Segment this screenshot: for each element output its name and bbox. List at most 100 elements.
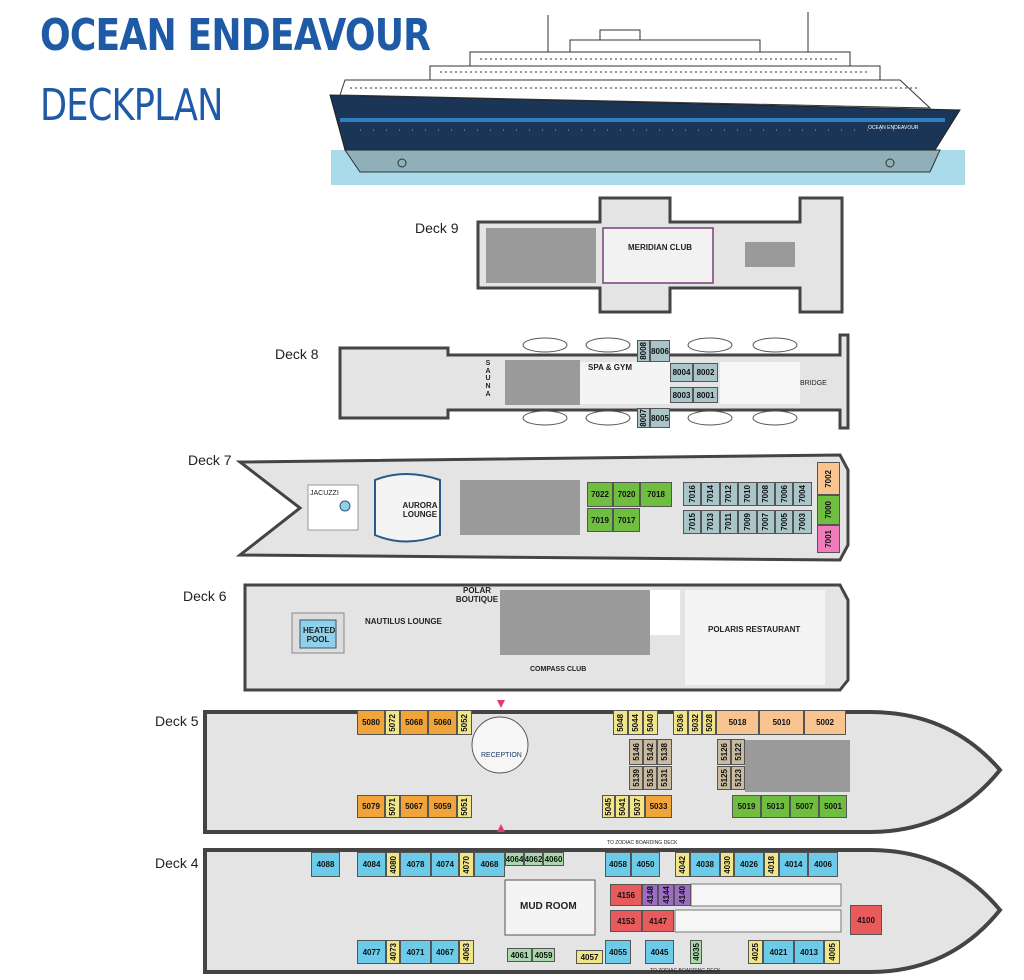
cabin-7017[interactable]: 7017 [613, 508, 640, 532]
cabin-4073[interactable]: 4073 [386, 940, 400, 964]
cabin-4038[interactable]: 4038 [690, 852, 720, 877]
cabin-8005[interactable]: 8005 [650, 408, 670, 428]
cabin-7012[interactable]: 7012 [719, 482, 739, 506]
cabin-5001[interactable]: 5001 [819, 795, 847, 818]
cabin-4060[interactable]: 4060 [543, 852, 564, 866]
cabin-4078[interactable]: 4078 [400, 852, 431, 877]
cabin-5018[interactable]: 5018 [716, 710, 759, 735]
cabin-5135[interactable]: 5135 [643, 766, 657, 790]
cabin-4062[interactable]: 4062 [524, 852, 543, 866]
cabin-7022[interactable]: 7022 [587, 482, 613, 507]
cabin-4077[interactable]: 4077 [357, 940, 386, 964]
cabin-7004[interactable]: 7004 [793, 482, 812, 506]
cabin-5002[interactable]: 5002 [804, 710, 846, 735]
cabin-4006[interactable]: 4006 [808, 852, 838, 877]
cabin-5033[interactable]: 5033 [645, 795, 672, 818]
cabin-4030[interactable]: 4030 [720, 852, 734, 877]
cabin-8008[interactable]: 8008 [637, 340, 650, 362]
cabin-8007[interactable]: 8007 [637, 408, 650, 428]
cabin-8004[interactable]: 8004 [670, 363, 693, 382]
cabin-4088[interactable]: 4088 [311, 852, 340, 877]
cabin-4042[interactable]: 4042 [675, 852, 690, 877]
cabin-5044[interactable]: 5044 [628, 710, 643, 735]
cabin-7020[interactable]: 7020 [613, 482, 640, 507]
cabin-4148[interactable]: 4148 [642, 884, 658, 906]
cabin-7002[interactable]: 7002 [817, 462, 840, 495]
cabin-5122[interactable]: 5122 [731, 739, 745, 765]
cabin-7013[interactable]: 7013 [701, 510, 720, 534]
cabin-5146[interactable]: 5146 [629, 739, 643, 765]
cabin-4061[interactable]: 4061 [507, 948, 532, 962]
cabin-4064[interactable]: 4064 [505, 852, 524, 866]
cabin-4018[interactable]: 4018 [764, 852, 779, 877]
cabin-4140[interactable]: 4140 [674, 884, 691, 906]
cabin-4144[interactable]: 4144 [658, 884, 674, 906]
cabin-7019[interactable]: 7019 [587, 508, 613, 532]
cabin-7001[interactable]: 7001 [817, 525, 840, 553]
cabin-4005[interactable]: 4005 [824, 940, 840, 964]
cabin-4058[interactable]: 4058 [605, 852, 631, 877]
cabin-7015[interactable]: 7015 [683, 510, 702, 534]
cabin-4071[interactable]: 4071 [400, 940, 431, 964]
cabin-7011[interactable]: 7011 [719, 510, 739, 534]
cabin-5071[interactable]: 5071 [385, 795, 400, 818]
cabin-4147[interactable]: 4147 [642, 910, 674, 932]
cabin-5068[interactable]: 5068 [400, 710, 428, 735]
cabin-5040[interactable]: 5040 [643, 710, 658, 735]
cabin-5125[interactable]: 5125 [717, 766, 731, 790]
cabin-8003[interactable]: 8003 [670, 387, 693, 403]
cabin-5037[interactable]: 5037 [629, 795, 645, 818]
cabin-5051[interactable]: 5051 [457, 795, 472, 818]
cabin-5052[interactable]: 5052 [457, 710, 472, 735]
cabin-4045[interactable]: 4045 [645, 940, 674, 964]
cabin-5045[interactable]: 5045 [602, 795, 615, 818]
cabin-5007[interactable]: 5007 [790, 795, 819, 818]
cabin-5126[interactable]: 5126 [717, 739, 731, 765]
cabin-4059[interactable]: 4059 [532, 948, 555, 962]
cabin-4067[interactable]: 4067 [431, 940, 459, 964]
cabin-7018[interactable]: 7018 [640, 482, 672, 507]
cabin-7003[interactable]: 7003 [793, 510, 812, 534]
cabin-8006[interactable]: 8006 [650, 340, 670, 362]
cabin-4013[interactable]: 4013 [794, 940, 824, 964]
cabin-7007[interactable]: 7007 [756, 510, 775, 534]
cabin-4063[interactable]: 4063 [459, 940, 474, 964]
cabin-7005[interactable]: 7005 [775, 510, 794, 534]
cabin-4026[interactable]: 4026 [734, 852, 764, 877]
cabin-4153[interactable]: 4153 [610, 910, 642, 932]
cabin-5072[interactable]: 5072 [385, 710, 400, 735]
cabin-4050[interactable]: 4050 [631, 852, 660, 877]
cabin-4055[interactable]: 4055 [605, 940, 631, 964]
cabin-8002[interactable]: 8002 [693, 363, 718, 382]
cabin-5019[interactable]: 5019 [732, 795, 761, 818]
cabin-4021[interactable]: 4021 [763, 940, 794, 964]
cabin-4156[interactable]: 4156 [610, 884, 642, 906]
cabin-4057[interactable]: 4057 [576, 950, 603, 964]
cabin-5041[interactable]: 5041 [615, 795, 629, 818]
cabin-5067[interactable]: 5067 [400, 795, 428, 818]
cabin-7014[interactable]: 7014 [701, 482, 720, 506]
cabin-5028[interactable]: 5028 [702, 710, 716, 735]
cabin-4100[interactable]: 4100 [850, 905, 882, 935]
cabin-5059[interactable]: 5059 [428, 795, 457, 818]
cabin-5013[interactable]: 5013 [761, 795, 790, 818]
cabin-5142[interactable]: 5142 [643, 739, 657, 765]
cabin-4035[interactable]: 4035 [690, 940, 702, 964]
cabin-4025[interactable]: 4025 [748, 940, 763, 964]
cabin-5079[interactable]: 5079 [357, 795, 385, 818]
cabin-7009[interactable]: 7009 [738, 510, 757, 534]
cabin-5048[interactable]: 5048 [613, 710, 628, 735]
cabin-7010[interactable]: 7010 [738, 482, 757, 506]
cabin-5036[interactable]: 5036 [673, 710, 688, 735]
cabin-4074[interactable]: 4074 [431, 852, 459, 877]
cabin-4084[interactable]: 4084 [357, 852, 386, 877]
cabin-5138[interactable]: 5138 [657, 739, 672, 765]
cabin-5123[interactable]: 5123 [731, 766, 745, 790]
cabin-7008[interactable]: 7008 [756, 482, 775, 506]
cabin-5032[interactable]: 5032 [688, 710, 702, 735]
cabin-7000[interactable]: 7000 [817, 495, 840, 525]
cabin-4070[interactable]: 4070 [459, 852, 474, 877]
cabin-5080[interactable]: 5080 [357, 710, 385, 735]
cabin-7006[interactable]: 7006 [775, 482, 794, 506]
cabin-5060[interactable]: 5060 [428, 710, 457, 735]
